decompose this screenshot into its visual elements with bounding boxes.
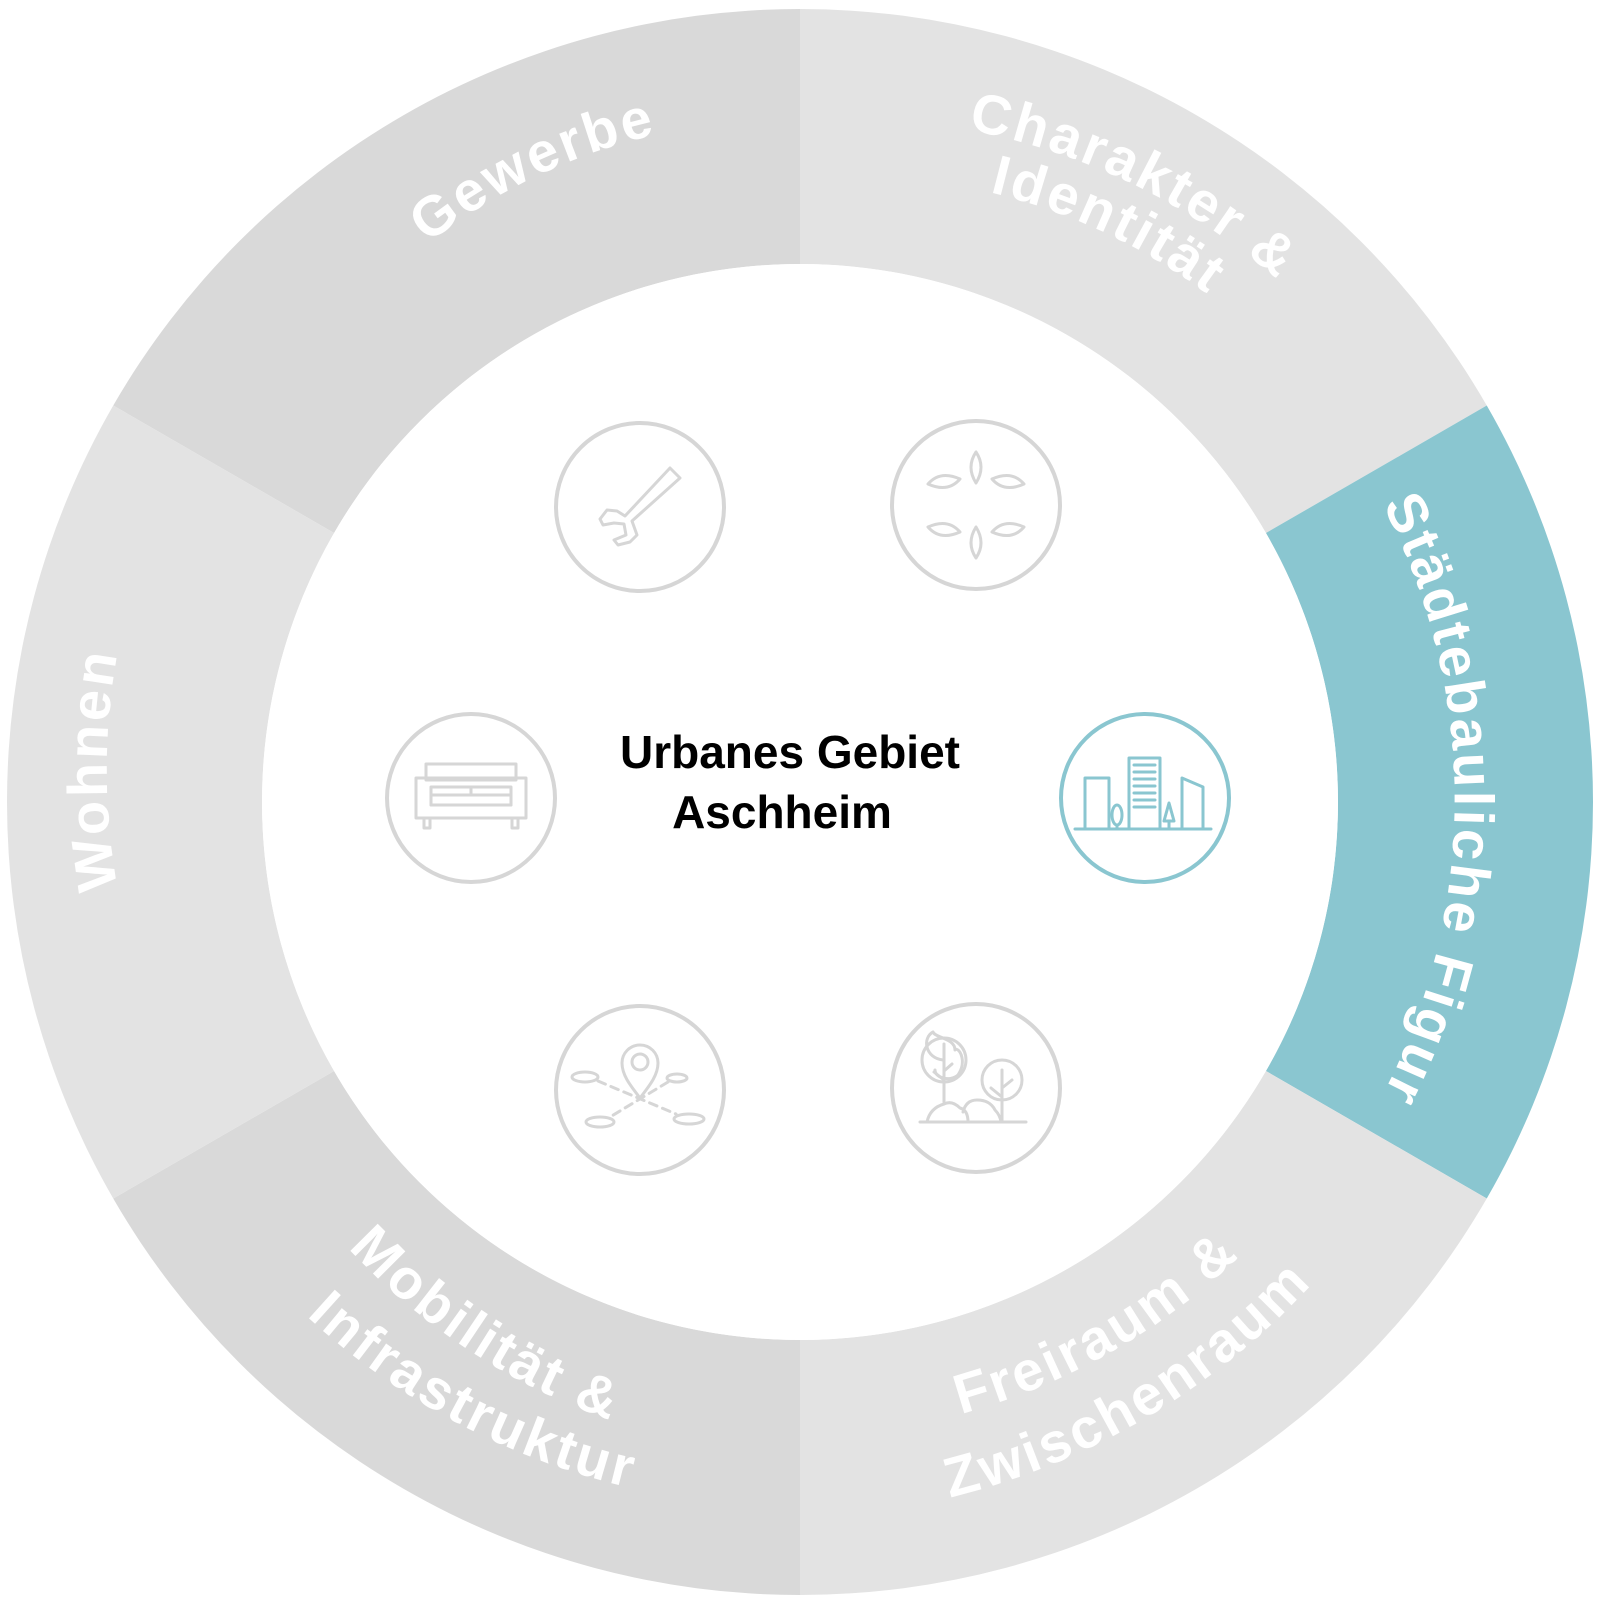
ring-segment-charakter[interactable] [800,9,1487,533]
ring-segment-freiraum[interactable] [800,1071,1487,1595]
city-buildings-icon [1073,756,1213,831]
icon-button-mobilitaet[interactable] [554,1004,726,1176]
ring-segment-mobilitaet[interactable] [113,1071,801,1595]
icon-button-freiraum[interactable] [890,1002,1062,1174]
icon-button-gewerbe[interactable] [554,421,726,593]
trees-park-icon [918,1030,1028,1124]
map-pin-routes-icon [570,1043,706,1129]
center-disk [262,264,1338,1340]
ring-segment-wohnen[interactable] [6,405,335,1199]
center-title-line1: Urbanes Gebiet [620,726,960,778]
icon-button-staedtebauliche-figur[interactable] [1059,712,1231,884]
ring-segment-gewerbe[interactable] [113,9,801,533]
leaves-flower-icon [926,450,1026,560]
center-title-line2: Aschheim [672,786,892,838]
wrench-icon [598,466,682,547]
icon-button-charakter[interactable] [890,419,1062,591]
ring-segment-staedtebau[interactable] [1265,405,1593,1199]
icon-button-wohnen[interactable] [385,712,557,884]
sofa-icon [414,762,528,830]
